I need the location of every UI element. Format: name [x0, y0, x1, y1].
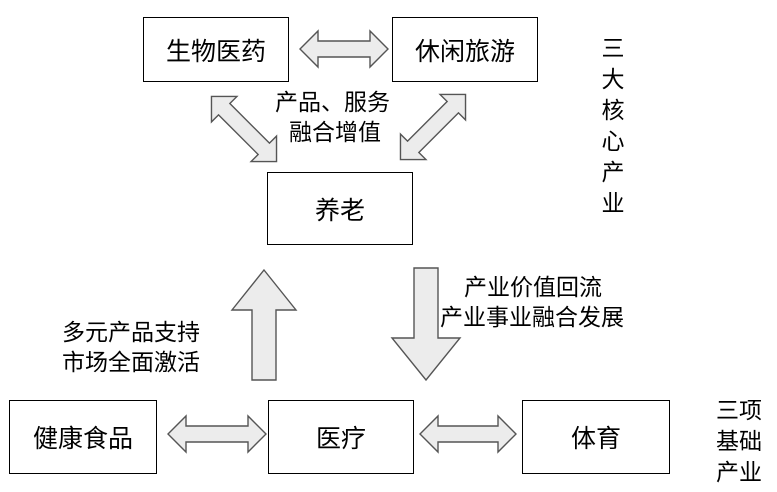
arrow-food-medical: [167, 414, 267, 454]
base-line: 产业: [716, 460, 762, 486]
node-leisure-tourism-label: 休闲旅游: [414, 36, 515, 66]
label-right-line2: 产业事业融合发展: [440, 305, 624, 331]
label-left-line2: 市场全面激活: [62, 350, 200, 376]
label-top-line1: 产品、服务: [275, 90, 390, 116]
node-elderly-care: 养老: [267, 172, 413, 245]
label-value-return: 产业价值回流 产业事业融合发展: [440, 273, 624, 333]
node-bio-medicine: 生物医药: [143, 17, 289, 82]
arrow-bio-elderly: [210, 95, 278, 163]
base-line: 基础: [716, 429, 762, 455]
node-health-food-label: 健康食品: [32, 424, 133, 453]
label-top-line2: 融合增值: [289, 120, 381, 146]
arrow-down-return: [390, 267, 462, 382]
arrow-medical-sports: [419, 414, 517, 454]
node-medical-label: 医疗: [315, 424, 366, 453]
label-right-line1: 产业价值回流: [464, 275, 602, 301]
core-char: 业: [601, 191, 625, 217]
node-sports-label: 体育: [570, 424, 621, 453]
arrow-up-support: [230, 268, 298, 381]
core-char: 大: [601, 67, 625, 93]
core-char: 产: [601, 160, 625, 186]
label-product-service: 产品、服务 融合增值: [275, 88, 390, 148]
base-line: 三项: [716, 398, 762, 424]
node-elderly-care-label: 养老: [314, 195, 365, 225]
label-multi-product: 多元产品支持 市场全面激活: [62, 318, 200, 378]
label-three-base-industries: 三项 基础 产业: [716, 396, 762, 489]
node-leisure-tourism: 休闲旅游: [392, 17, 538, 82]
core-char: 心: [601, 129, 625, 155]
core-char: 核: [601, 98, 625, 124]
node-health-food: 健康食品: [9, 400, 157, 474]
core-char: 三: [601, 36, 625, 62]
label-left-line1: 多元产品支持: [62, 320, 200, 346]
node-medical: 医疗: [268, 400, 414, 474]
arrow-bio-leisure: [299, 29, 389, 69]
label-three-core-industries: 三 大 核 心 产 业: [598, 34, 628, 220]
arrow-leisure-elderly: [399, 93, 467, 161]
node-bio-medicine-label: 生物医药: [165, 36, 266, 66]
node-sports: 体育: [522, 400, 670, 474]
